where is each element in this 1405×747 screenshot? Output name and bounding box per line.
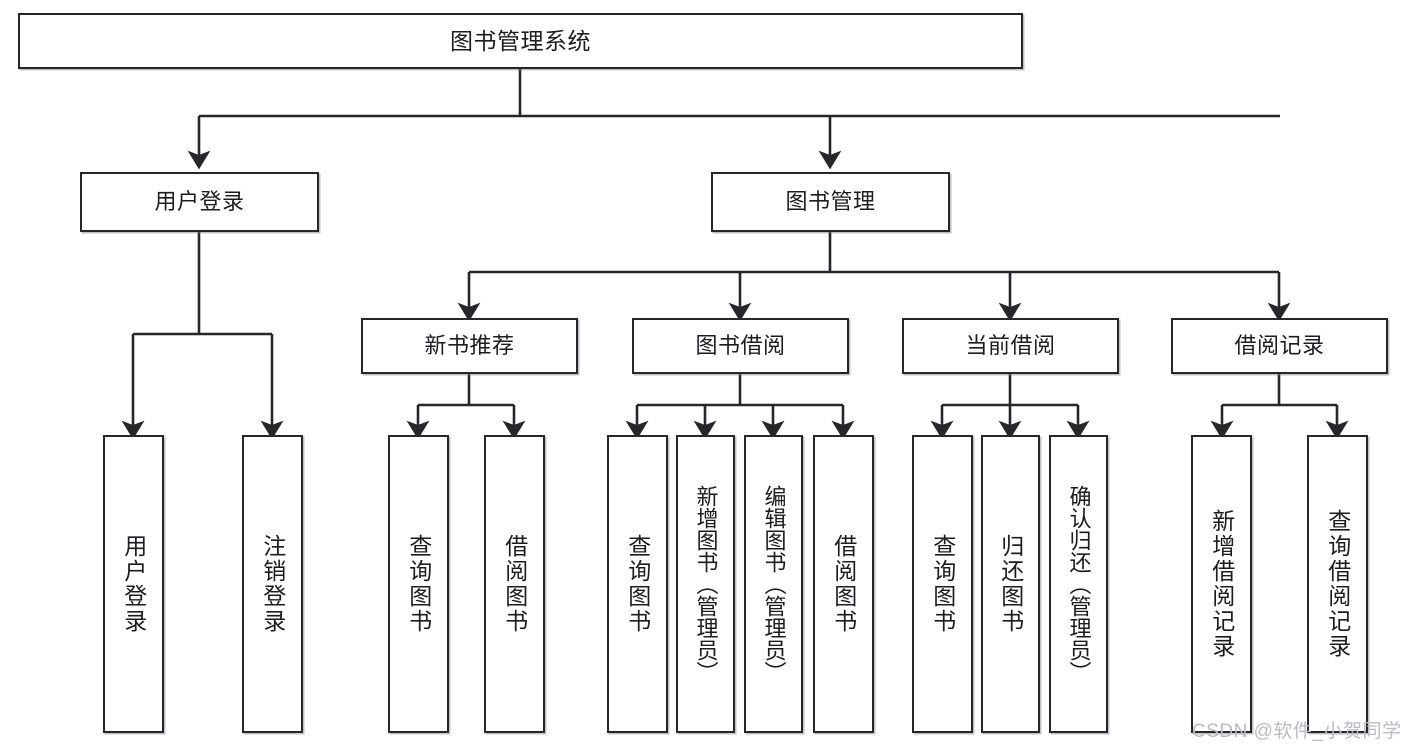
- leaf-current-query-book-label: 查询图书: [929, 534, 956, 634]
- node-current-borrow[interactable]: 当前借阅: [902, 318, 1119, 374]
- node-current-borrow-label: 当前借阅: [965, 333, 1056, 358]
- leaf-current-query-book[interactable]: 查询图书: [912, 435, 973, 733]
- leaf-new-book-borrow[interactable]: 借阅图书: [484, 435, 545, 733]
- leaf-borrow-query-book[interactable]: 查询图书: [607, 435, 668, 733]
- leaf-user-login-signout-label: 注销登录: [259, 534, 286, 634]
- node-user-login-label: 用户登录: [154, 189, 245, 214]
- node-borrow-record[interactable]: 借阅记录: [1171, 318, 1388, 374]
- leaf-new-book-query[interactable]: 查询图书: [388, 435, 449, 733]
- leaf-current-return-book[interactable]: 归还图书: [981, 435, 1040, 733]
- leaf-borrow-borrow-book-label: 借阅图书: [830, 534, 857, 634]
- node-root-label: 图书管理系统: [450, 27, 591, 54]
- leaf-borrow-query-book-label: 查询图书: [624, 534, 651, 634]
- leaf-current-confirm-return[interactable]: 确认归还（管理员）: [1049, 435, 1108, 733]
- node-user-login[interactable]: 用户登录: [80, 172, 319, 232]
- leaf-record-query[interactable]: 查询借阅记录: [1307, 435, 1368, 733]
- node-new-book-recommend[interactable]: 新书推荐: [361, 318, 578, 374]
- node-book-management-label: 图书管理: [785, 189, 876, 214]
- leaf-user-login-signin-label: 用户登录: [120, 534, 147, 634]
- leaf-borrow-borrow-book[interactable]: 借阅图书: [813, 435, 874, 733]
- node-book-borrow[interactable]: 图书借阅: [632, 318, 849, 374]
- node-root[interactable]: 图书管理系统: [18, 13, 1023, 69]
- leaf-current-confirm-return-label: 确认归还（管理员）: [1066, 485, 1092, 683]
- leaf-borrow-edit-book-label: 编辑图书（管理员）: [761, 485, 787, 683]
- leaf-borrow-add-book[interactable]: 新增图书（管理员）: [676, 435, 735, 733]
- leaf-user-login-signout[interactable]: 注销登录: [242, 435, 303, 733]
- node-new-book-recommend-label: 新书推荐: [424, 333, 515, 358]
- leaf-borrow-add-book-label: 新增图书（管理员）: [693, 485, 719, 683]
- leaf-new-book-borrow-label: 借阅图书: [501, 534, 528, 634]
- leaf-record-query-label: 查询借阅记录: [1324, 509, 1351, 659]
- leaf-new-book-query-label: 查询图书: [405, 534, 432, 634]
- csdn-watermark: CSDN @软件_小贺同学: [1192, 721, 1402, 742]
- node-book-management[interactable]: 图书管理: [711, 172, 950, 232]
- leaf-borrow-edit-book[interactable]: 编辑图书（管理员）: [744, 435, 803, 733]
- leaf-user-login-signin[interactable]: 用户登录: [103, 435, 164, 733]
- leaf-current-return-book-label: 归还图书: [997, 534, 1024, 634]
- node-book-borrow-label: 图书借阅: [695, 333, 786, 358]
- leaf-record-add[interactable]: 新增借阅记录: [1191, 435, 1252, 733]
- leaf-record-add-label: 新增借阅记录: [1208, 509, 1235, 659]
- node-borrow-record-label: 借阅记录: [1234, 333, 1325, 358]
